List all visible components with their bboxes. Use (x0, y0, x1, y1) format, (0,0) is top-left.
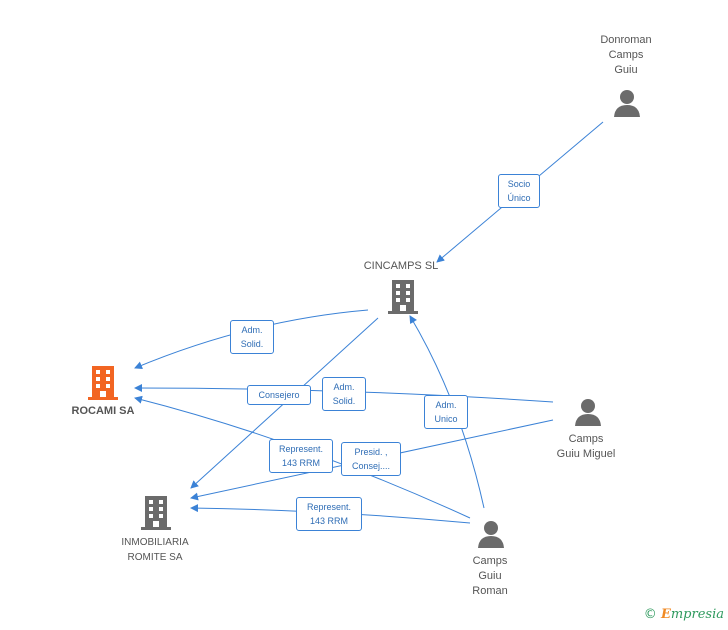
node-label-cincamps[interactable]: CINCAMPS SL (363, 260, 439, 272)
person-icon (478, 521, 504, 548)
edge-label-adm-solid-1: Adm. Solid. (230, 320, 274, 354)
node-label-camps-miguel[interactable]: Camps Guiu Miguel (556, 433, 616, 460)
brand-name: mpresia (670, 607, 724, 622)
brand-initial: E (660, 607, 671, 622)
node-label-rocami[interactable]: ROCAMI SA (71, 405, 135, 417)
edge-label-socio-unico: Socio Único (498, 174, 540, 208)
building-icon-main (88, 366, 118, 400)
edge-label-consejero: Consejero (247, 385, 311, 405)
edge-label-adm-unico: Adm. Unico (424, 395, 468, 429)
node-label-donroman[interactable]: Donroman Camps Guiu (600, 34, 652, 76)
edge-label-adm-solid-2: Adm. Solid. (322, 377, 366, 411)
person-icon (614, 90, 640, 117)
node-label-inmobiliaria[interactable]: INMOBILIARIA ROMITE SA (121, 537, 189, 563)
building-icon (141, 496, 171, 530)
edge-label-presid-consej: Presid. , Consej.... (341, 442, 401, 476)
node-label-camps-roman[interactable]: Camps Guiu Roman (472, 555, 508, 597)
edge-label-represent-2: Represent. 143 RRM (296, 497, 362, 531)
building-icon (388, 280, 418, 314)
person-icon (575, 399, 601, 426)
copyright-symbol: © (643, 607, 657, 622)
edge-label-represent-1: Represent. 143 RRM (269, 439, 333, 473)
empresia-logo: © Empresia (644, 607, 724, 622)
